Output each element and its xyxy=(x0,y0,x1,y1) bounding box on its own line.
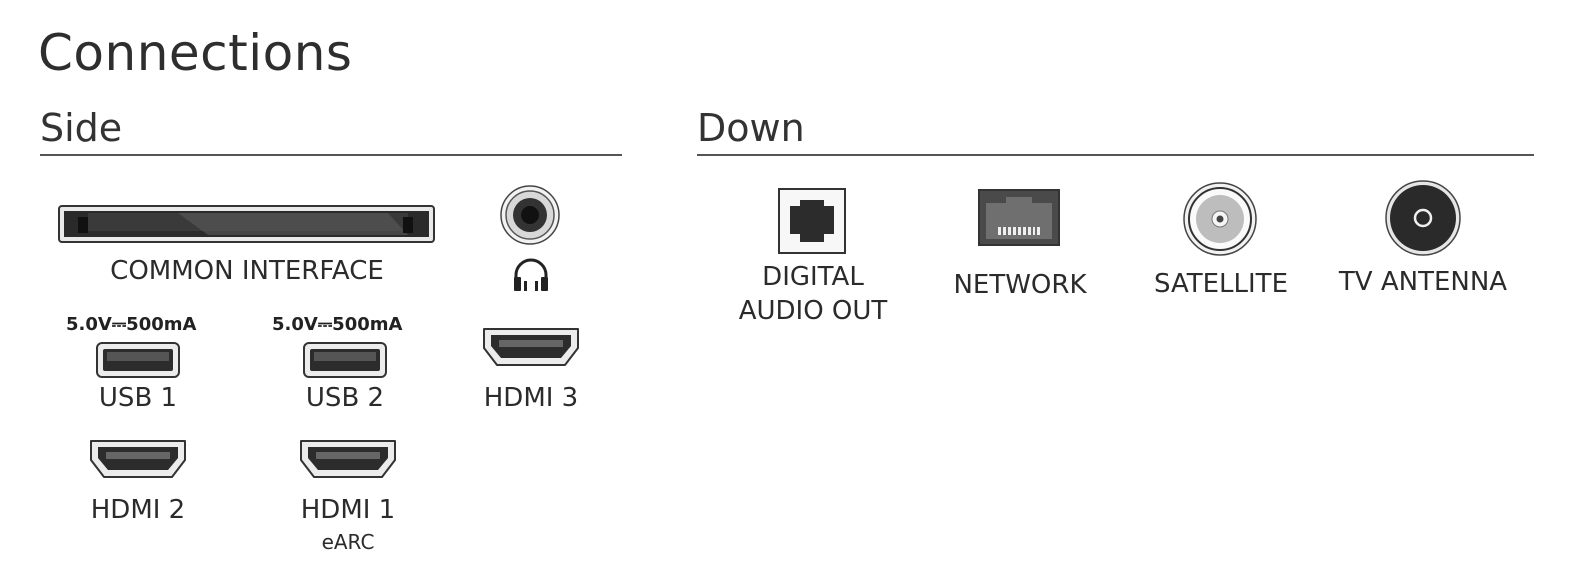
side-divider xyxy=(40,154,622,156)
hdmi3-label: HDMI 3 xyxy=(483,383,579,413)
network-label: NETWORK xyxy=(953,270,1087,300)
page-title: Connections xyxy=(38,24,353,82)
tv-antenna-label: TV ANTENNA xyxy=(1338,267,1508,297)
hdmi2-port-icon xyxy=(90,440,186,478)
down-heading: Down xyxy=(697,106,805,150)
digital-audio-label-line1: DIGITAL xyxy=(762,262,864,292)
usb2-label: USB 2 xyxy=(305,383,385,413)
headphone-jack-icon xyxy=(500,185,560,245)
usb1-port-icon xyxy=(96,342,180,378)
hdmi1-label: HDMI 1 xyxy=(300,495,396,525)
hdmi3-port-icon xyxy=(483,328,579,366)
common-interface-label: COMMON INTERFACE xyxy=(110,256,384,286)
usb2-power-rating: 5.0V⎓500mA xyxy=(272,314,403,335)
satellite-label: SATELLITE xyxy=(1153,269,1288,299)
optical-port-icon xyxy=(778,188,846,254)
usb2-port-icon xyxy=(303,342,387,378)
satellite-port-icon xyxy=(1183,182,1257,256)
down-divider xyxy=(697,154,1534,156)
hdmi1-earc-label: eARC xyxy=(321,530,375,554)
antenna-port-icon xyxy=(1385,180,1461,256)
usb1-power-rating: 5.0V⎓500mA xyxy=(66,314,197,335)
headphones-icon xyxy=(514,258,548,291)
side-heading: Side xyxy=(40,106,123,150)
hdmi2-label: HDMI 2 xyxy=(90,495,186,525)
ethernet-port-icon xyxy=(978,189,1060,246)
hdmi1-port-icon xyxy=(300,440,396,478)
digital-audio-label-line2: AUDIO OUT xyxy=(738,296,888,326)
common-interface-slot-icon xyxy=(58,205,435,243)
usb1-label: USB 1 xyxy=(98,383,178,413)
